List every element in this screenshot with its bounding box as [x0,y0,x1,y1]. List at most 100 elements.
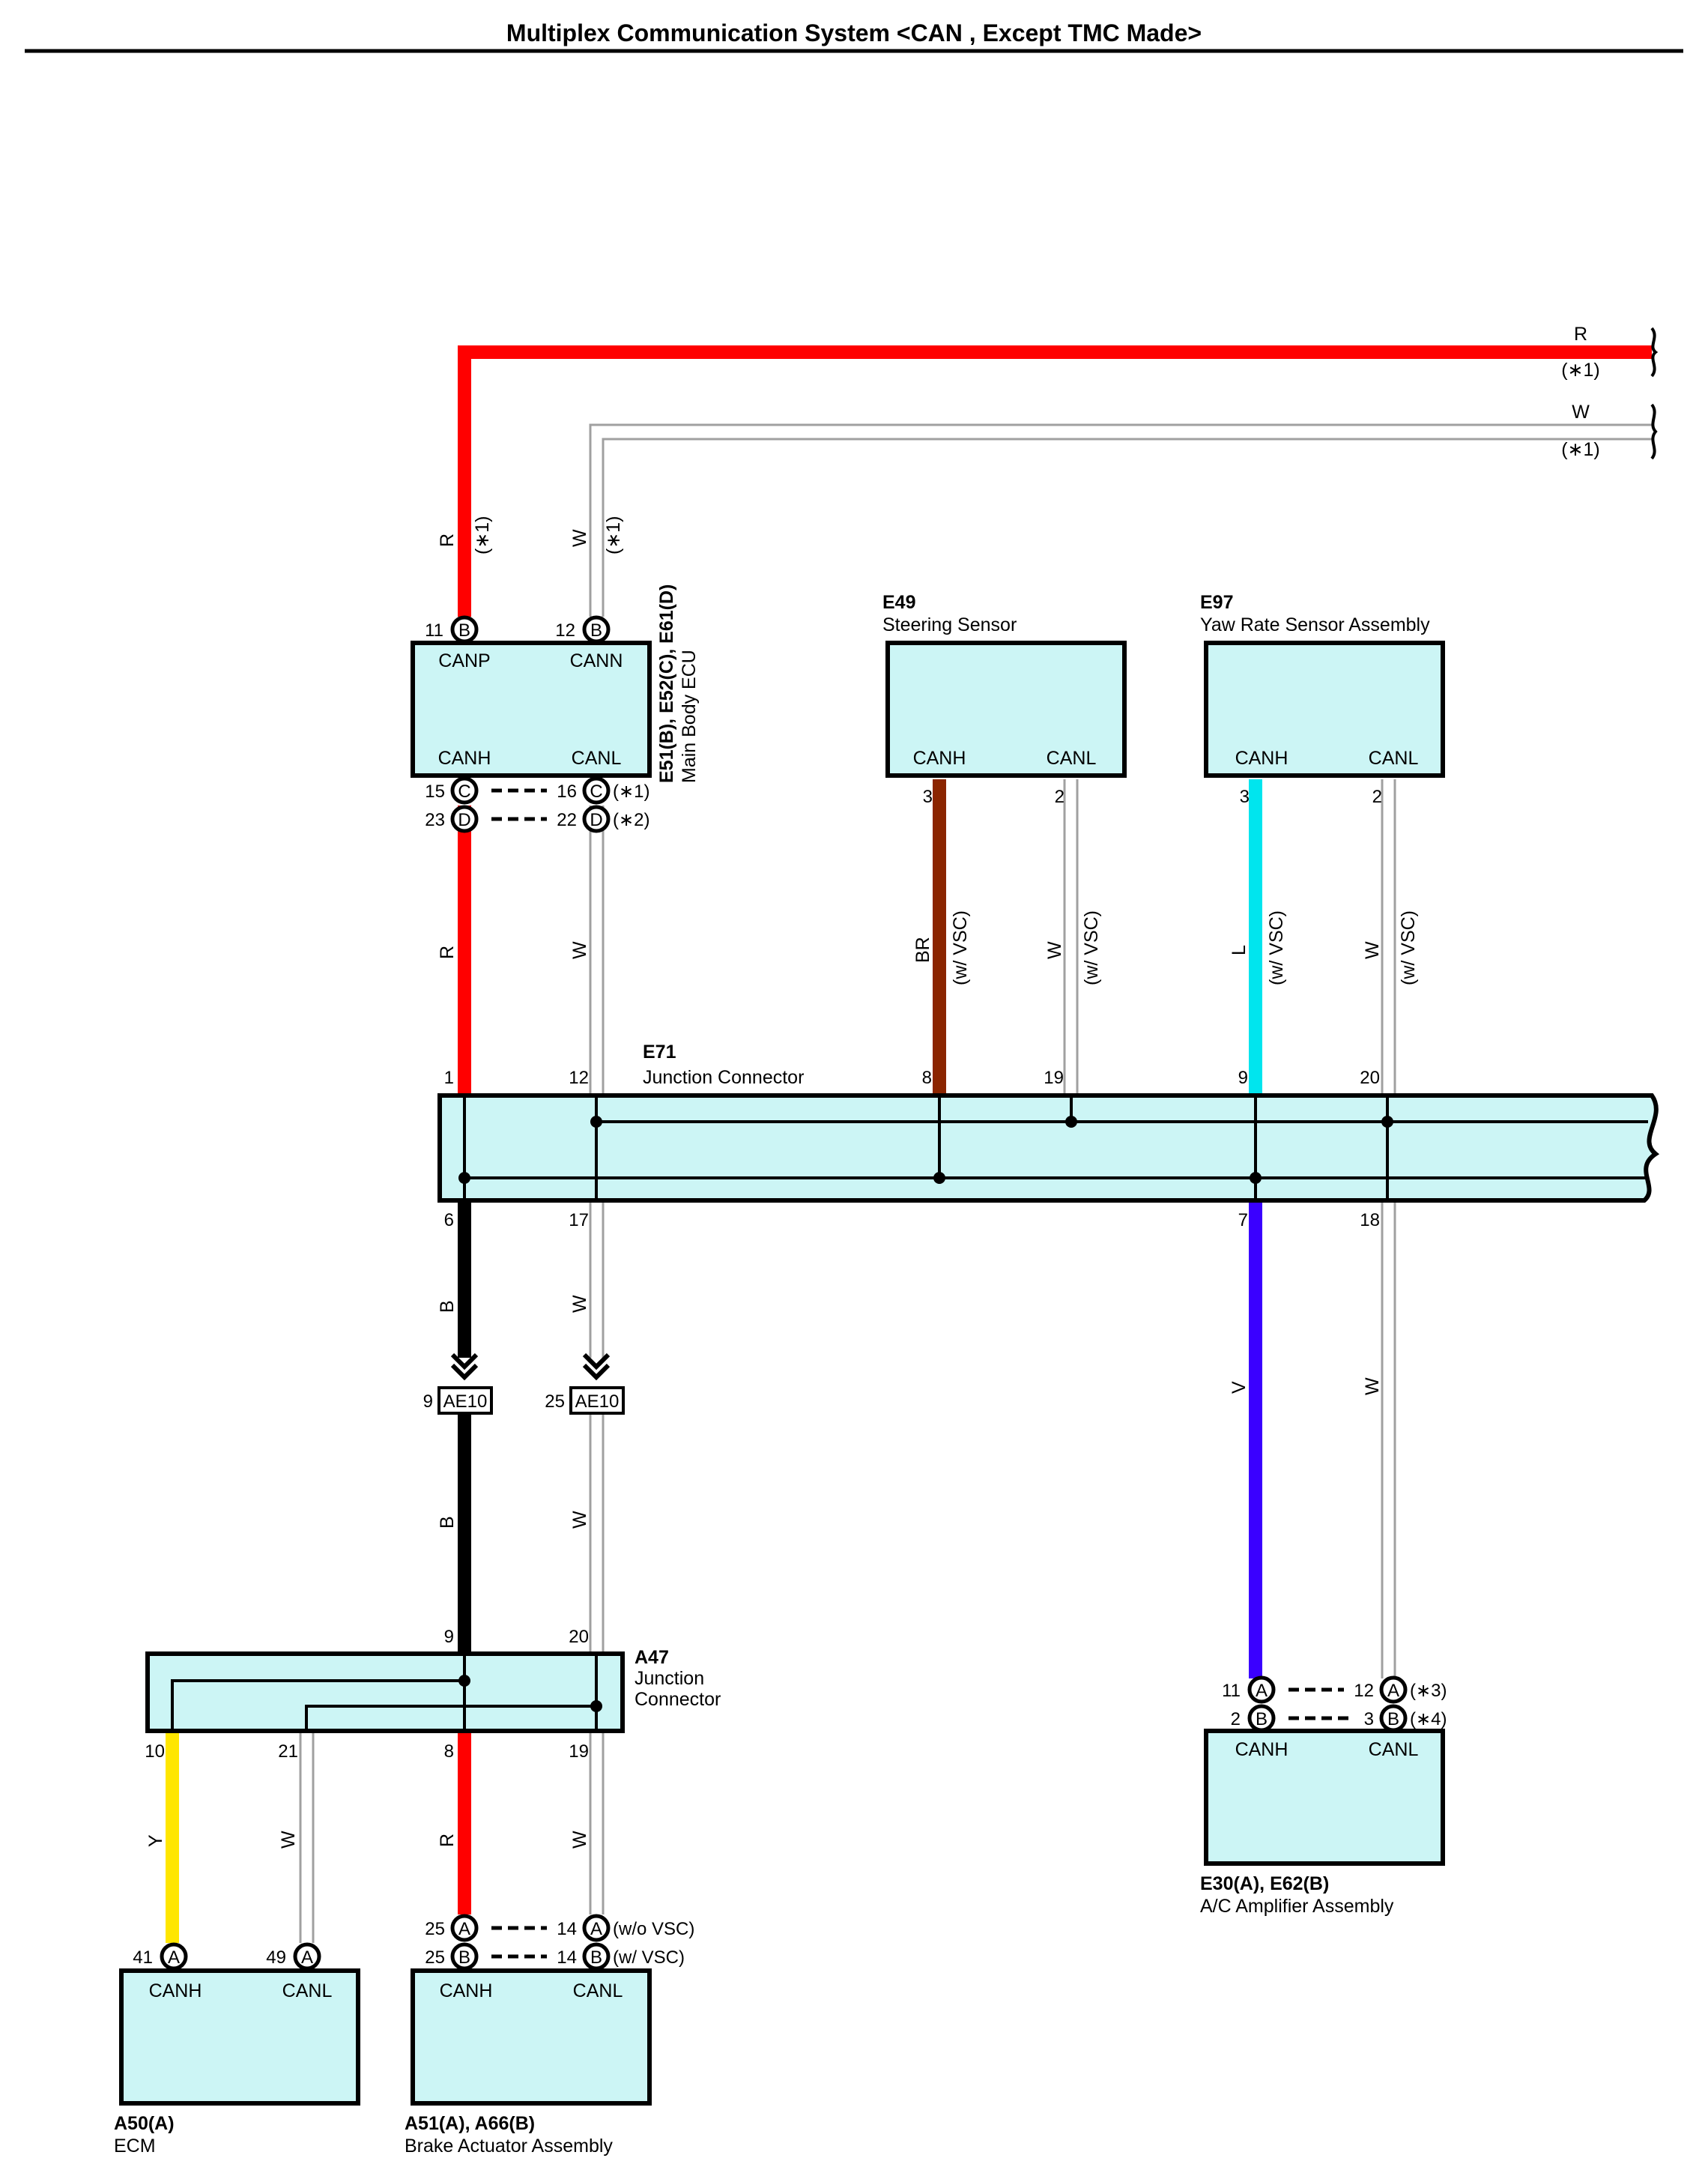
ecm-code: A50(A) [114,2113,175,2134]
ac-name: A/C Amplifier Assembly [1200,1896,1394,1917]
wire-label-ecu-bot-r: R [437,946,458,959]
a47-code: A47 [635,1647,669,1668]
pin-e71-19: 19 [1044,1068,1064,1088]
pin-e71-18: 18 [1360,1210,1380,1230]
wire-w-yaw[interactable] [1381,779,1396,1095]
ac-letter-b1: B [1256,1709,1268,1729]
pin-a47-20: 20 [569,1627,589,1647]
wire-note-ecu-top-w: (∗1) [603,516,624,554]
brake-canl-label: CANL [573,1980,623,2001]
ac-letter-a2: A [1387,1681,1399,1701]
ecu-cann-label: CANN [570,650,623,671]
ecm-box[interactable] [119,1968,360,2106]
ecm-letter-a2: A [301,1947,313,1968]
e71-junction-box[interactable] [437,1093,1660,1203]
wire-label-ac-w: W [1362,1377,1383,1395]
ecu-canl-label: CANL [572,748,622,769]
wire-note-yaw-l: (w/ VSC) [1266,910,1287,985]
wire-w-brake[interactable] [589,1731,605,1914]
wire-label-w-offpage: W [1572,402,1590,423]
pin-e71-20: 20 [1360,1068,1380,1088]
wire-w-ac[interactable] [1381,1200,1396,1678]
yaw-name: Yaw Rate Sensor Assembly [1200,614,1430,635]
brake-letter-a1: A [458,1919,470,1939]
pin-e71-9: 9 [1238,1068,1248,1088]
ecu-letter-c1: C [458,782,470,802]
wire-r-top[interactable] [458,345,1652,617]
yaw-code: E97 [1200,592,1233,613]
ecu-canp-label: CANP [438,650,490,671]
a47-bus [171,1654,598,1731]
pin-ecu-22: 22 [557,810,577,830]
pin-yaw-2: 2 [1372,787,1382,807]
wire-w-ae10-a47[interactable] [589,1412,605,1654]
yaw-canl-label: CANL [1369,748,1419,769]
ecu-code: E51(B), E52(C), E61(D) [656,584,677,783]
ecm-canh-label: CANH [149,1980,202,2001]
brake-code: A51(A), A66(B) [405,2113,535,2134]
ecu-letter-c2: C [590,782,602,802]
page-title: Multiplex Communication System <CAN , Ex… [506,19,1202,46]
ecu-canh-label: CANH [438,748,491,769]
ae10-box-b[interactable] [437,1386,493,1415]
ac-code: E30(A), E62(B) [1200,1873,1329,1894]
steer-code: E49 [882,592,915,613]
wire-label-brake-w: W [569,1831,590,1849]
pin-ecu-23: 23 [425,810,445,830]
wire-label-ecm-w: W [278,1831,299,1849]
ac-letter-a1: A [1256,1681,1268,1701]
pin-a47-21: 21 [278,1741,298,1762]
ecm-name: ECM [114,2136,156,2157]
wire-label-r-offpage: R [1574,324,1587,345]
wire-w-top[interactable] [589,423,1652,617]
wire-label-yaw-l: L [1229,945,1250,955]
wire-label-yaw-w: W [1362,941,1383,959]
steer-canh-label: CANH [913,748,966,769]
cond-ac-b: (∗4) [1410,1709,1447,1729]
e71-bus [463,1095,1648,1200]
pin-e71-1: 1 [444,1068,454,1088]
e71-splice-points [458,1116,1393,1184]
main-body-ecu-box[interactable] [411,641,652,778]
a47-splice-points [458,1675,602,1712]
wire-note-w-offpage: (∗1) [1561,439,1600,460]
pin-ac-3: 3 [1364,1709,1374,1729]
ac-canl-label: CANL [1369,1739,1419,1760]
ac-canh-label: CANH [1235,1739,1288,1760]
yaw-sensor-box[interactable] [1204,641,1445,778]
pin-a47-19: 19 [569,1741,589,1762]
steer-name: Steering Sensor [882,614,1017,635]
ae10-box-w[interactable] [569,1386,625,1415]
wire-note-yaw-w: (w/ VSC) [1398,910,1419,985]
wire-label-ecu-top-w: W [569,529,590,547]
ecu-letter-b1: B [458,620,470,641]
ecu-name: Main Body ECU [679,650,700,783]
pin-ecm-49: 49 [266,1947,286,1968]
wire-w-ecu-e71[interactable] [589,806,605,1095]
ae10-arrows [450,1353,611,1381]
wire-w-ecm[interactable] [299,1731,315,1943]
brake-actuator-box[interactable] [411,1968,652,2106]
wire-w-steer[interactable] [1063,779,1079,1095]
e71-name: Junction Connector [643,1067,804,1088]
pin-ae-25: 25 [545,1391,565,1412]
offpage-break-w [1650,403,1658,460]
wire-label-brake-r: R [437,1834,458,1847]
pin-brake-25a: 25 [425,1919,445,1939]
cond-brake-b: (w/ VSC) [613,1947,685,1968]
pin-ae-9: 9 [423,1391,433,1412]
pin-ecu-16: 16 [557,782,577,802]
e71-code: E71 [643,1042,676,1063]
ac-letter-b2: B [1387,1709,1399,1729]
a47-junction-box[interactable] [145,1651,625,1733]
pin-yaw-3: 3 [1240,787,1250,807]
pin-brake-25b: 25 [425,1947,445,1968]
wire-label-ecm-y: Y [145,1834,166,1847]
steering-sensor-box[interactable] [885,641,1127,778]
ae10-label-b: AE10 [443,1391,488,1412]
ac-amplifier-box[interactable] [1204,1729,1445,1866]
brake-letter-b2: B [590,1947,602,1968]
pin-ac-11: 11 [1222,1681,1241,1701]
wire-w-e71[interactable] [589,1200,605,1358]
